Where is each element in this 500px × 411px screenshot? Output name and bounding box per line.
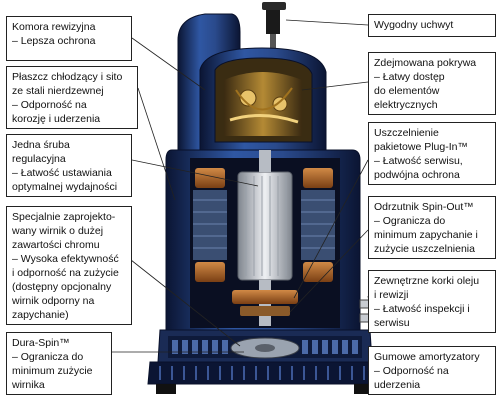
- callout-text: – Łatwy dostęp: [374, 71, 445, 83]
- callout-text: zapychanie): [12, 309, 69, 321]
- callout-text: – Łatwość serwisu,: [374, 155, 463, 167]
- callout-text: i odporność na zużycie: [12, 267, 119, 279]
- callout-komora-rewizyjna: Komora rewizyjna – Lepsza ochrona: [6, 16, 132, 61]
- callout-gumowe-amortyzatory: Gumowe amortyzatory – Odporność na uderz…: [368, 346, 496, 395]
- callout-text: wany wirnik o dużej: [12, 225, 104, 237]
- callout-text: Komora rewizyjna: [12, 21, 96, 33]
- callout-dura-spin: Dura-Spin™ – Ogranicza do minimum zużyci…: [6, 332, 112, 395]
- callout-text: minimum zapychanie i: [374, 229, 478, 241]
- callout-text: podwójna ochrona: [374, 169, 460, 181]
- callout-text: Uszczelnienie: [374, 127, 439, 139]
- callout-text: Dura-Spin™: [12, 337, 70, 349]
- callout-text: – Odporność na: [12, 99, 87, 111]
- callout-text: wirnika: [12, 379, 45, 391]
- callout-plaszcz-chlodzacy: Płaszcz chłodzący i sito ze stali nierdz…: [6, 66, 138, 129]
- callout-text: optymalnej wydajności: [12, 181, 118, 193]
- callout-wirnik: Specjalnie zaprojekto- wany wirnik o duż…: [6, 206, 132, 325]
- callout-text: – Łatwość inspekcji i: [374, 303, 470, 315]
- callout-text: korozję i uderzenia: [12, 113, 101, 125]
- callout-text: do elementów: [374, 85, 440, 97]
- callout-uszczelnienie-plug-in: Uszczelnienie pakietowe Plug-In™ – Łatwo…: [368, 122, 496, 185]
- callout-text: minimum zużycie: [12, 365, 93, 377]
- callout-text: Zdejmowana pokrywa: [374, 57, 477, 69]
- callout-text: Jedna śruba: [12, 139, 70, 151]
- callout-text: – Ogranicza do: [12, 351, 84, 363]
- callout-text: zużycie uszczelnienia: [374, 243, 475, 255]
- callout-text: i rewizji: [374, 289, 409, 301]
- callout-text: Odrzutnik Spin-Out™: [374, 201, 474, 213]
- callout-text: zawartości chromu: [12, 239, 100, 251]
- callout-text: Płaszcz chłodzący i sito: [12, 71, 123, 83]
- callout-text: (dostępny opcjonalny: [12, 281, 112, 293]
- callout-text: – Łatwość ustawiania: [12, 167, 112, 179]
- callout-text: serwisu: [374, 317, 410, 329]
- callout-zdejmowana-pokrywa: Zdejmowana pokrywa – Łatwy dostęp do ele…: [368, 52, 496, 115]
- callout-text: Zewnętrzne korki oleju: [374, 275, 480, 287]
- callout-wygodny-uchwyt: Wygodny uchwyt: [368, 14, 496, 37]
- callout-text: Gumowe amortyzatory: [374, 351, 480, 363]
- callout-text: wirnik odporny na: [12, 295, 95, 307]
- callout-text: elektrycznych: [374, 99, 438, 111]
- callout-text: – Lepsza ochrona: [12, 35, 96, 47]
- callout-text: Specjalnie zaprojekto-: [12, 211, 116, 223]
- callout-text: – Ogranicza do: [374, 215, 446, 227]
- callout-text: – Odporność na: [374, 365, 449, 377]
- callout-text: – Wysoka efektywność: [12, 253, 119, 265]
- callout-text: ze stali nierdzewnej: [12, 85, 104, 97]
- callout-text: regulacyjna: [12, 153, 66, 165]
- callout-spin-out: Odrzutnik Spin-Out™ – Ogranicza do minim…: [368, 196, 496, 259]
- callout-text: pakietowe Plug-In™: [374, 141, 468, 153]
- callout-korki-oleju: Zewnętrzne korki oleju i rewizji – Łatwo…: [368, 270, 496, 333]
- callout-sruba-regulacyjna: Jedna śruba regulacyjna – Łatwość ustawi…: [6, 134, 132, 197]
- callout-text: Wygodny uchwyt: [374, 19, 454, 31]
- callout-text: uderzenia: [374, 379, 421, 391]
